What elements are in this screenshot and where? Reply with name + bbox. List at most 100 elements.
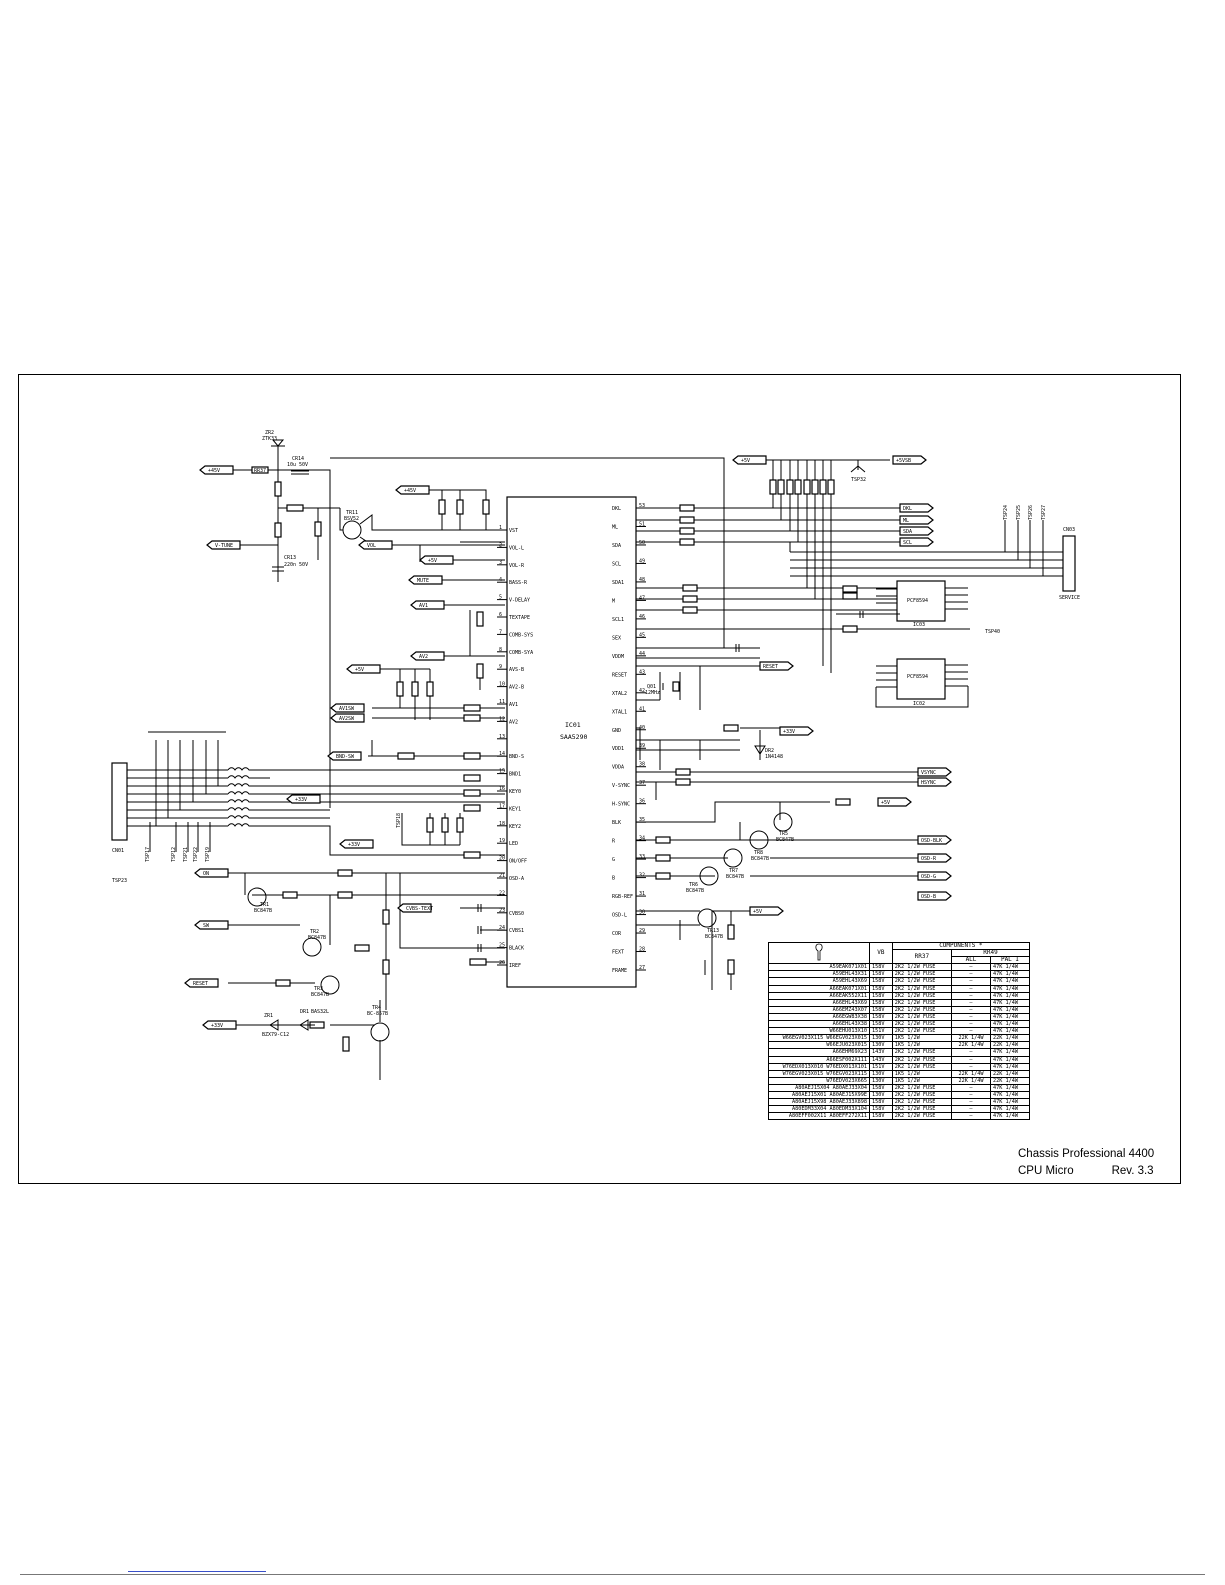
ic01-pin-name: R (612, 839, 616, 845)
table-cell-all: — (951, 1105, 991, 1114)
ic01-pin-name: DKL (612, 506, 621, 512)
table-cell-all: — (951, 1090, 991, 1100)
table-cell-model: A66EMZ43X07 (768, 1005, 870, 1014)
table-cell-all: 22K 1/4W (951, 1076, 991, 1085)
net-label-p5stb: +5VSB (896, 458, 911, 464)
footer-rule (20, 1574, 1205, 1575)
net-label-bndsw: BND-SW (336, 754, 355, 760)
ic01-pin-name: SCL (612, 561, 621, 567)
test-point-label: TSP19 (205, 847, 211, 862)
ic01-pin-number: 14 (499, 751, 505, 757)
test-point-label: TSP17 (145, 847, 151, 862)
net-label-av1: AV1 (419, 603, 428, 609)
test-point-label: TSP22 (193, 847, 199, 862)
net-flag (395, 485, 430, 495)
ic01-pin-name: BND1 (509, 772, 521, 778)
table-cell-model: W76EDX013X010 W76EDX013X101 (768, 1062, 870, 1071)
table-cell-vb: 130V (869, 1069, 893, 1078)
rr37-label: RR37 (254, 468, 266, 474)
table-cell-model: A80AEJ15X04 A80AEJ33X04 (768, 1083, 870, 1092)
table-cell-pal: 47K 1/4W (989, 1005, 1031, 1014)
table-cell-pal: 22K 1/4W (989, 1076, 1031, 1085)
ic01-pin-name: H-SYNC (612, 802, 630, 808)
net-label-p45: +45V (208, 468, 220, 474)
ic01-pin-number: 41 (639, 706, 645, 712)
supply-section: RR37 ZR2 ZTK33 CR14 10u 50V CR13 220n 50… (230, 430, 505, 808)
control-section: ZR1 BZX79-C12 DR1 BAS32L TR1 BC847B TR2 … (228, 869, 505, 1080)
net-flag (917, 871, 952, 881)
table-cell-vb: 158V (869, 1012, 893, 1022)
ic01-pin-number: 44 (639, 651, 645, 657)
test-point-label: TSP27 (1041, 505, 1047, 520)
ic01-pin-number: 24 (499, 925, 505, 931)
net-flag (397, 903, 432, 913)
ic01-pin-number: 49 (639, 558, 645, 564)
table-cell-all: — (951, 963, 991, 972)
net-label-p5: +5V (355, 667, 364, 673)
tsp32-label: TSP32 (851, 477, 866, 483)
tr3-ref: TR3 (314, 986, 323, 992)
net-flag (330, 703, 365, 713)
dr1-value: BAS32L (311, 1009, 329, 1015)
table-cell-pal: 47K 1/4W (989, 970, 1031, 979)
table-cell-pal: 47K 1/4W (989, 963, 1031, 972)
test-point-label: TSP26 (1028, 505, 1034, 520)
cn03-label: SERVICE (1059, 595, 1080, 601)
ic03-body (896, 580, 946, 622)
ic01-pin-name: AVS-B (509, 667, 524, 673)
tr4-type: BC-857B (367, 1011, 388, 1017)
net-label-vsync: VSYNC (921, 770, 936, 776)
zener-top-ref: ZR2 (265, 430, 274, 436)
table-cell-vb: 158V (869, 984, 893, 993)
ic01-pin-name: M (612, 598, 615, 604)
net-flag (917, 767, 952, 777)
net-flag (410, 651, 445, 661)
ic01-pin-number: 23 (499, 908, 505, 914)
net-label-mute: MUTE (417, 578, 429, 584)
ic01-pin-name: COMB-SYS (509, 632, 533, 638)
table-cell-rr37: 1K5 1/2W (891, 1076, 953, 1085)
ic01-pin-number: 38 (639, 762, 645, 768)
cn01-connector: CN01 (111, 731, 505, 856)
table-cell-rr37: 2K2 1/2W FUSE (891, 1090, 953, 1100)
ic01-pin-number: 16 (499, 786, 505, 792)
tr13-type: BC847B (705, 934, 723, 940)
net-label-p33: +33V (295, 797, 307, 803)
ic01-pin-name: RESET (612, 672, 627, 678)
net-label-vol: VOL (367, 543, 376, 549)
ic01-pin-number: 1 (499, 525, 502, 531)
net-label-osd_g: OSD-G (921, 874, 936, 880)
ic01-pin-number: 10 (499, 682, 505, 688)
table-cell-model: W76EGV023X015 W76EGV023X115 (768, 1069, 870, 1078)
table-cell-pal: 47K 1/4W (989, 1062, 1031, 1071)
tsp40-label: TSP40 (985, 629, 1000, 635)
ic01-pin-number: 21 (499, 873, 505, 879)
net-flag (917, 835, 952, 845)
tsp18-label: TSP18 (396, 813, 402, 828)
net-label-on: ON (203, 871, 209, 877)
dr2-ref: DR2 (765, 748, 774, 754)
net-label-p5: +5V (428, 558, 437, 564)
ic01-pin-number: 8 (499, 647, 502, 653)
net-label-scl: SCL (903, 540, 912, 546)
ic01-pin-number: 34 (639, 836, 645, 842)
tr3-type: BC847B (311, 992, 329, 998)
table-cell-pal: 47K 1/4W (989, 1048, 1031, 1057)
dr2-value: 1N4148 (765, 754, 783, 760)
ic01-pin-name: RGB-REF (612, 894, 633, 900)
table-cell-all: 22K 1/4W (951, 1041, 991, 1050)
tool-icon (815, 943, 823, 961)
ic01-pin-number: 31 (639, 891, 645, 897)
ic01-pin-name: AV2-B (509, 685, 524, 691)
table-cell-all: — (951, 991, 991, 1000)
pullup-resistors: TSP32 TSP40 (757, 459, 1000, 673)
upper-rails (330, 457, 725, 859)
